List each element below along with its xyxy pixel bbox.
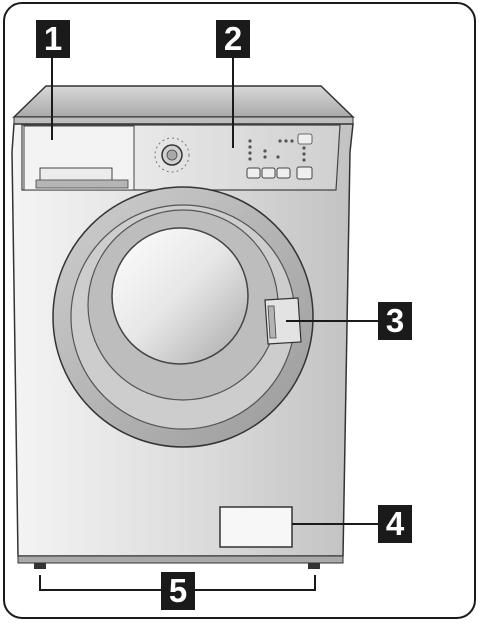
filter-flap <box>220 507 292 547</box>
callout-5: 5 <box>161 572 195 610</box>
lid-edge <box>14 117 353 124</box>
foot-left <box>34 563 46 569</box>
callout-3: 3 <box>378 302 412 340</box>
display-window <box>298 134 312 144</box>
door-glass <box>112 228 248 364</box>
option-button-icon <box>247 167 312 179</box>
callout-1: 1 <box>36 20 70 58</box>
callout-4: 4 <box>378 505 412 543</box>
callout-2: 2 <box>216 20 250 58</box>
cabinet-base <box>18 556 343 563</box>
foot-right <box>308 563 320 569</box>
drawer-lip <box>36 180 128 188</box>
top-lid <box>14 86 353 117</box>
